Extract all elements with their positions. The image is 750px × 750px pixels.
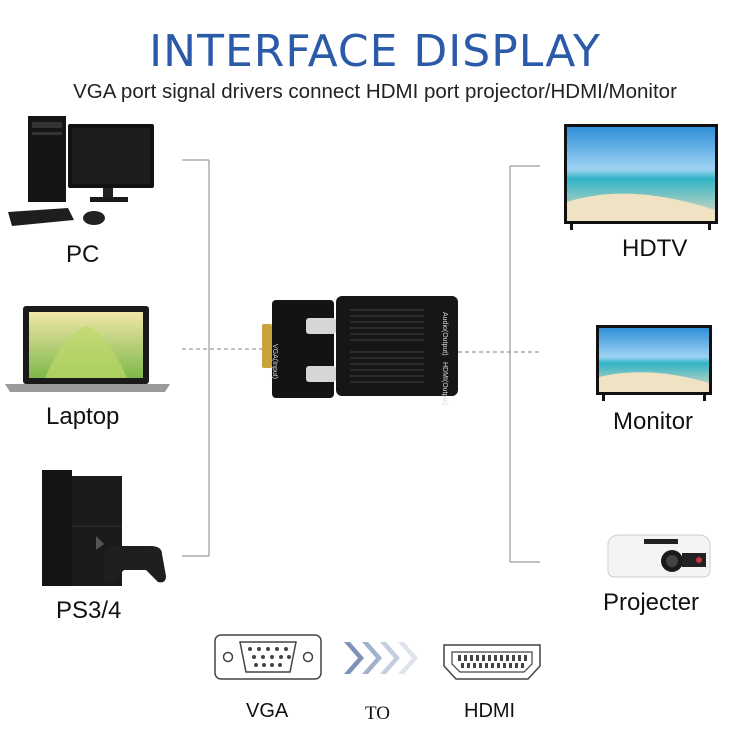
game-console-icon <box>42 470 166 586</box>
vga-port-icon <box>214 634 322 680</box>
output-label-monitor: Monitor <box>613 408 694 435</box>
vga-label: VGA <box>246 700 289 722</box>
page-title: INTERFACE DISPLAY <box>149 26 601 77</box>
to-label: TO <box>365 703 390 724</box>
laptop-icon <box>5 306 170 392</box>
hdmi-port-icon <box>443 644 541 680</box>
source-label-laptop: Laptop <box>46 403 120 430</box>
desktop-pc-icon <box>8 116 154 226</box>
adapter-hdmi-label: HDMI(Output) <box>441 362 448 406</box>
output-label-projector: Projecter <box>603 589 700 616</box>
source-label-pc: PC <box>66 241 100 268</box>
hdmi-label: HDMI <box>464 700 516 722</box>
monitor-icon <box>596 325 712 401</box>
page-subtitle: VGA port signal drivers connect HDMI por… <box>73 80 677 103</box>
projector-icon <box>607 534 711 578</box>
direction-arrows-icon <box>344 642 418 674</box>
adapter-vga-label: VGA(Input) <box>271 344 278 380</box>
source-label-ps: PS3/4 <box>56 597 122 624</box>
output-label-hdtv: HDTV <box>622 235 688 262</box>
vga-hdmi-adapter <box>262 296 458 398</box>
hdtv-icon <box>564 124 718 230</box>
